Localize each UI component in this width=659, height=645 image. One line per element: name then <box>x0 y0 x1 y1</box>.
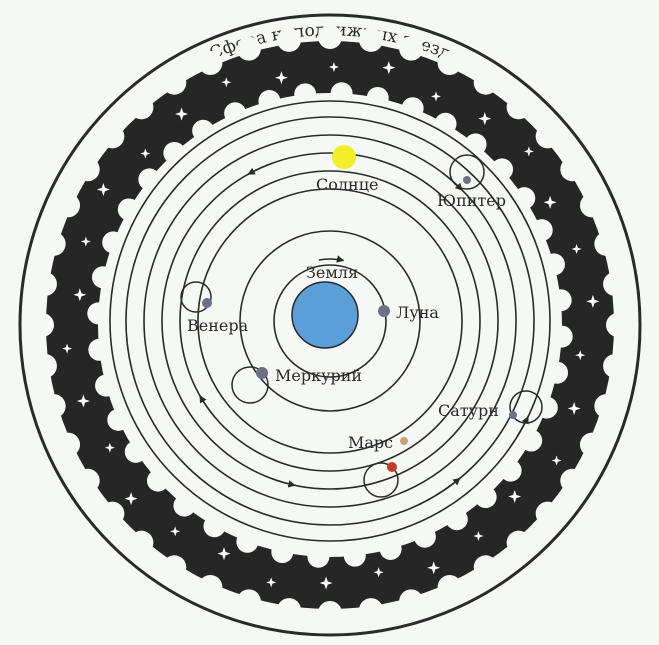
cloud-puff <box>603 354 627 378</box>
sun <box>332 145 356 169</box>
sun-label: Солнце <box>316 175 378 194</box>
cloud-puff <box>237 589 261 613</box>
cloud-puff <box>277 28 301 52</box>
cloud-puff <box>203 515 225 537</box>
moon <box>378 305 390 317</box>
cloud-puff <box>56 193 80 217</box>
cloud-puff <box>438 51 462 75</box>
cloud-puff <box>359 28 383 52</box>
cloud-puff <box>359 598 383 622</box>
cloud-puff <box>147 470 169 492</box>
mercury-label: Меркурий <box>275 366 362 385</box>
cloud-puff <box>33 354 57 378</box>
cloud-puff <box>536 502 560 526</box>
cloud-puff <box>192 120 214 142</box>
cloud-puff <box>560 469 584 493</box>
cloud-puff <box>414 526 436 548</box>
cloud-puff <box>399 37 423 61</box>
moon-label: Луна <box>396 303 439 322</box>
cloud-puff <box>507 95 531 119</box>
cloud-puff <box>198 575 222 599</box>
saturn <box>509 411 517 419</box>
jupiter-label: Юпитер <box>437 191 506 210</box>
cloud-puff <box>33 272 57 296</box>
cloud-puff <box>380 538 402 560</box>
cloud-puff <box>162 71 186 95</box>
cloud-puff <box>438 575 462 599</box>
cloud-puff <box>318 601 342 625</box>
cloud-puff <box>550 289 572 311</box>
mars-label: Марс <box>348 433 393 452</box>
cloud-puff <box>465 133 487 155</box>
cloud-puff <box>138 168 160 190</box>
cloud-puff <box>277 598 301 622</box>
cloud-puff <box>125 441 147 463</box>
cloud-puff <box>594 394 618 418</box>
earth <box>292 282 358 348</box>
cloud-puff <box>536 124 560 148</box>
cloud-puff <box>446 508 468 530</box>
cloud-puff <box>500 460 522 482</box>
cloud-puff <box>603 272 627 296</box>
cloud-puff <box>580 193 604 217</box>
cloud-puff <box>271 541 293 563</box>
cloud-puff <box>435 113 457 135</box>
cloud-puff <box>551 326 573 348</box>
cloud-puff <box>507 531 531 555</box>
venus <box>202 298 212 308</box>
cloud-puff <box>198 51 222 75</box>
cloud-puff <box>543 253 565 275</box>
cloud-puff <box>42 394 66 418</box>
saturn-label: Сатурн <box>438 401 499 420</box>
cloud-puff <box>606 313 630 337</box>
earth-label: Земля <box>306 263 358 282</box>
cloud-puff <box>30 313 54 337</box>
cloud-puff <box>237 37 261 61</box>
mercury <box>256 367 268 379</box>
cloud-puff <box>163 142 185 164</box>
cloud-puff <box>76 157 100 181</box>
cloud-puff <box>594 232 618 256</box>
cloud-puff <box>107 409 129 431</box>
cloud-puff <box>491 158 513 180</box>
cloud-puff <box>560 157 584 181</box>
mars <box>387 462 397 472</box>
cloud-puff <box>87 302 109 324</box>
cloud-puff <box>475 486 497 508</box>
cloud-puff <box>474 71 498 95</box>
cloud-puff <box>173 495 195 517</box>
venus-label: Венера <box>187 316 249 335</box>
cloud-puff <box>546 362 568 384</box>
cloud-puff <box>318 25 342 49</box>
cloud-puff <box>224 102 246 124</box>
jupiter <box>463 176 471 184</box>
cloud-puff <box>162 555 186 579</box>
cloud-puff <box>474 555 498 579</box>
cloud-puff <box>399 589 423 613</box>
cloud-puff <box>42 232 66 256</box>
cloud-puff <box>88 339 110 361</box>
cloud-puff <box>100 124 124 148</box>
cloud-puff <box>129 531 153 555</box>
cloud-puff <box>236 531 258 553</box>
cloud-puff <box>100 502 124 526</box>
cloud-puff <box>95 375 117 397</box>
cloud-puff <box>402 97 424 119</box>
mars-small-body <box>400 437 408 445</box>
cloud-puff <box>580 433 604 457</box>
cloud-puff <box>520 430 542 452</box>
cloud-puff <box>129 95 153 119</box>
cloud-puff <box>344 545 366 567</box>
cloud-puff <box>307 546 329 568</box>
cloud-puff <box>92 266 114 288</box>
cloud-puff <box>56 433 80 457</box>
cloud-puff <box>76 469 100 493</box>
